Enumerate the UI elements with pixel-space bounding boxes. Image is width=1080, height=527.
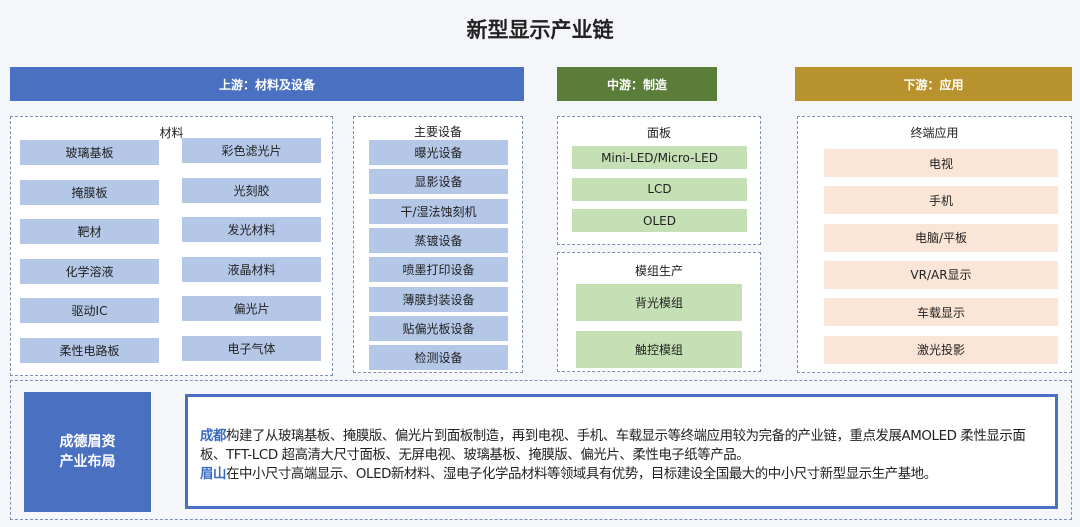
material-item: 彩色滤光片 — [182, 138, 321, 163]
upstream-header: 上游：材料及设备 — [10, 67, 524, 101]
module-label: 模组生产 — [634, 264, 683, 278]
chengdu-paragraph: 成都构建了从玻璃基板、掩膜版、偏光片到面板制造，再到电视、手机、车载显示等终端应… — [200, 427, 1043, 465]
module-item: 背光模组 — [576, 284, 742, 321]
apps-label: 终端应用 — [910, 126, 959, 140]
application-item: 车载显示 — [824, 298, 1058, 327]
equipment-item: 显影设备 — [369, 169, 508, 195]
equipment-item: 干/湿法蚀刻机 — [369, 198, 508, 224]
equipment-item: 贴偏光板设备 — [369, 315, 508, 341]
material-item: 液晶材料 — [182, 256, 321, 282]
application-item: 手机 — [824, 186, 1058, 215]
material-item: 化学溶液 — [20, 258, 159, 284]
panel-label: 面板 — [646, 126, 671, 140]
equipment-item: 喷墨打印设备 — [369, 257, 508, 283]
layout-label-line2: 产业布局 — [59, 454, 116, 470]
panel-item: LCD — [572, 177, 747, 201]
equipment-label: 主要设备 — [413, 125, 462, 139]
application-item: 电视 — [824, 149, 1058, 177]
panel-item: Mini-LED/Micro-LED — [572, 146, 747, 169]
application-item: 电脑/平板 — [824, 223, 1058, 252]
module-item: 触控模组 — [576, 331, 742, 368]
material-item: 光刻胶 — [182, 177, 321, 203]
layout-description: 成都构建了从玻璃基板、掩膜版、偏光片到面板制造，再到电视、手机、车载显示等终端应… — [185, 394, 1058, 509]
chengdu-text: 构建了从玻璃基板、掩膜版、偏光片到面板制造，再到电视、手机、车载显示等终端应用较… — [200, 429, 1026, 463]
midstream-header: 中游：制造 — [557, 67, 717, 101]
material-item: 靶材 — [20, 219, 159, 244]
city-chengdu: 成都 — [200, 429, 226, 444]
application-item: VR/AR显示 — [824, 260, 1058, 289]
equipment-item: 检测设备 — [369, 345, 508, 371]
material-item: 偏光片 — [182, 296, 321, 321]
downstream-header: 下游：应用 — [795, 67, 1072, 101]
equipment-item: 蒸镀设备 — [369, 227, 508, 253]
material-item: 掩膜板 — [20, 179, 159, 205]
city-meishan: 眉山 — [200, 467, 226, 482]
material-item: 玻璃基板 — [20, 140, 159, 165]
layout-label: 成德眉资 产业布局 — [24, 392, 151, 512]
equipment-item: 曝光设备 — [369, 140, 508, 165]
page-title: 新型显示产业链 — [466, 18, 614, 42]
equipment-item: 薄膜封装设备 — [369, 286, 508, 312]
application-item: 激光投影 — [824, 335, 1058, 364]
material-item: 驱动IC — [20, 298, 159, 323]
materials-label: 材料 — [159, 126, 184, 140]
meishan-text: 在中小尺寸高端显示、OLED新材料、湿电子化学品材料等领域具有优势，目标建设全国… — [225, 467, 937, 482]
material-item: 柔性电路板 — [20, 337, 159, 363]
material-item: 电子气体 — [182, 335, 321, 361]
material-item: 发光材料 — [182, 217, 321, 242]
meishan-paragraph: 眉山在中小尺寸高端显示、OLED新材料、湿电子化学品材料等领域具有优势，目标建设… — [200, 465, 1043, 484]
panel-item: OLED — [572, 209, 747, 232]
layout-label-line1: 成德眉资 — [59, 434, 116, 450]
